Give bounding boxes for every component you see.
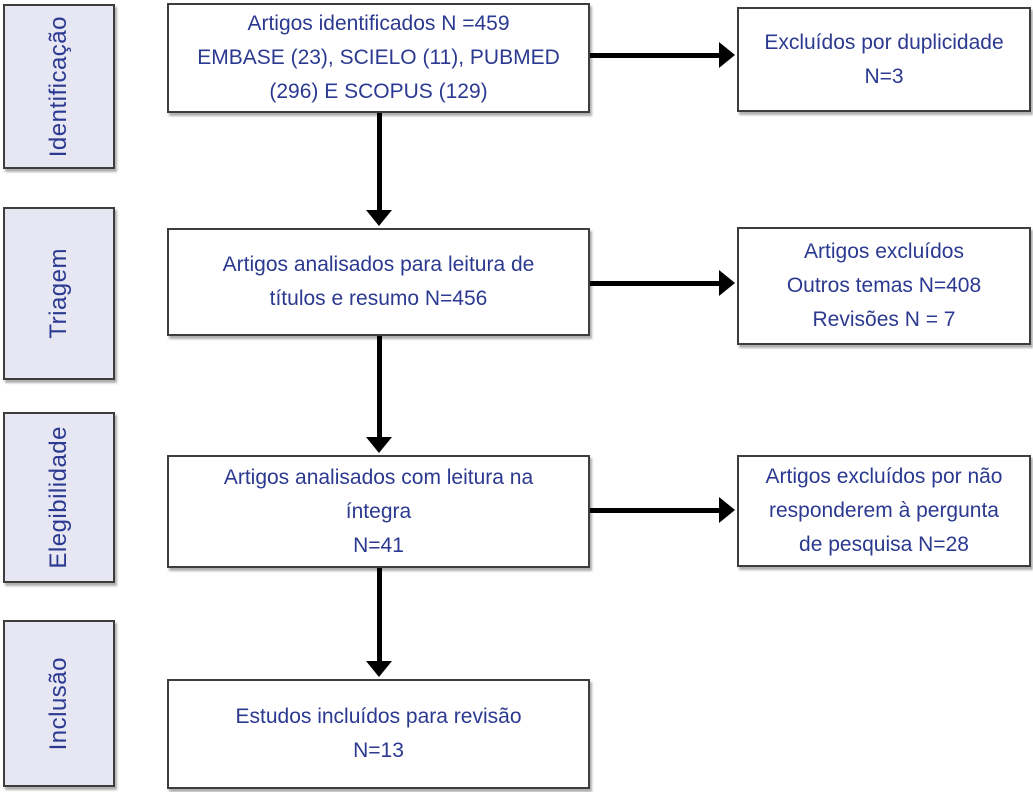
stage-box-inclusao: Inclusão	[3, 620, 115, 787]
stage-box-identificacao: Identificação	[3, 4, 115, 169]
arrow-head	[719, 270, 735, 296]
box-text-line: de pesquisa N=28	[799, 533, 969, 556]
stage-label-inclusao: Inclusão	[45, 656, 72, 751]
box-text-line: N=41	[353, 533, 404, 557]
box-text-line: Artigos analisados para leitura de	[222, 253, 535, 276]
box-text-line: EMBASE (23), SCIELO (11), PUBMED	[197, 46, 560, 69]
box-text-line: íntegra	[345, 499, 412, 523]
arrow-stem	[376, 336, 382, 437]
arrow-stem	[376, 568, 382, 661]
box-text-line: Revisões N = 7	[812, 308, 956, 331]
box-text-line: Artigos excluídos por não	[765, 465, 1003, 488]
stage-box-triagem: Triagem	[3, 207, 115, 380]
box-excluded-duplicates: Excluídos por duplicidade N=3	[737, 7, 1031, 112]
box-text-line: Artigos identificados N =459	[247, 12, 510, 35]
stage-label-identificacao: Identificação	[45, 15, 72, 158]
arrow-head	[719, 497, 735, 523]
box-text-line: Artigos analisados com leitura na	[223, 465, 534, 489]
box-articles-screened: Artigos analisados para leitura de títul…	[167, 228, 590, 336]
arrow-stem	[376, 113, 382, 210]
stage-box-elegibilidade: Elegibilidade	[3, 412, 115, 583]
box-excluded-titles: Artigos excluídos Outros temas N=408 Rev…	[737, 227, 1031, 345]
box-text-line: Outros temas N=408	[786, 274, 982, 297]
arrow-down-icon	[366, 336, 392, 453]
box-articles-fulltext: Artigos analisados com leitura na íntegr…	[167, 455, 590, 568]
arrow-right-icon	[590, 42, 735, 68]
arrow-stem	[590, 52, 719, 58]
box-text-line: N=13	[353, 739, 404, 762]
box-text-line: (296) E SCOPUS (129)	[269, 80, 488, 103]
arrow-stem	[590, 280, 719, 286]
arrow-stem	[590, 507, 719, 513]
box-text-line: N=3	[864, 64, 904, 88]
arrow-head	[719, 42, 735, 68]
arrow-head	[366, 437, 392, 453]
box-text-line: responderem à pergunta	[769, 499, 999, 522]
box-articles-identified: Artigos identificados N =459 EMBASE (23)…	[167, 3, 590, 113]
box-text-line: títulos e resumo N=456	[269, 287, 488, 310]
stage-label-elegibilidade: Elegibilidade	[45, 426, 72, 569]
arrow-down-icon	[366, 113, 392, 226]
arrow-head	[366, 210, 392, 226]
stage-label-triagem: Triagem	[45, 248, 72, 339]
box-text-line: Estudos incluídos para revisão	[235, 705, 522, 728]
box-excluded-fulltext: Artigos excluídos por não responderem à …	[737, 455, 1031, 567]
box-studies-included: Estudos incluídos para revisão N=13	[167, 679, 590, 789]
arrow-head	[366, 661, 392, 677]
arrow-down-icon	[366, 568, 392, 677]
arrow-right-icon	[590, 497, 735, 523]
arrow-right-icon	[590, 270, 735, 296]
box-text-line: Excluídos por duplicidade	[764, 30, 1004, 54]
box-text-line: Artigos excluídos	[804, 240, 964, 263]
